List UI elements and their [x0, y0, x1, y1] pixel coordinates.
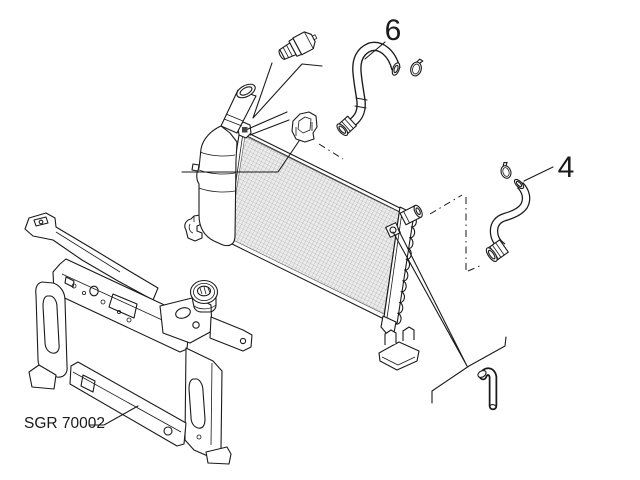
lower-radiator-hose	[485, 178, 531, 262]
lower-hose-clamp	[500, 161, 512, 179]
leader-line-outlet	[392, 228, 468, 367]
leader-line-drawing-number	[88, 405, 139, 426]
drain-plug	[385, 222, 401, 238]
upper-radiator-hose	[336, 41, 401, 137]
leader-line-4	[523, 166, 554, 182]
front-panel	[24, 212, 253, 465]
callout-4-label[interactable]: 4	[558, 151, 575, 184]
retaining-clip	[291, 111, 318, 143]
callout-6-label[interactable]: 6	[385, 14, 402, 47]
radiator-core	[228, 135, 400, 315]
alignment-dashes-clip	[318, 143, 344, 160]
thermo-switch	[278, 31, 318, 60]
side-mounting-bracket	[184, 214, 204, 242]
outlet-fitting	[399, 204, 423, 226]
span-bracket-mark	[431, 336, 507, 404]
expansion-tank	[191, 125, 238, 247]
drawing-number-label: SGR 70002	[24, 415, 105, 432]
filler-neck	[220, 83, 257, 134]
lower-mounting-bracket	[378, 326, 420, 371]
leader-line-6	[364, 41, 386, 60]
radiator-cap	[189, 279, 219, 313]
leader-line-inlet	[247, 111, 290, 136]
leader-line-clip	[181, 140, 300, 173]
alignment-dashes-hose4	[429, 194, 483, 272]
arrow-thermo-switch	[252, 62, 323, 119]
upper-hose-clamp	[410, 58, 424, 77]
radiator	[191, 83, 423, 335]
rubber-mount	[477, 367, 498, 411]
